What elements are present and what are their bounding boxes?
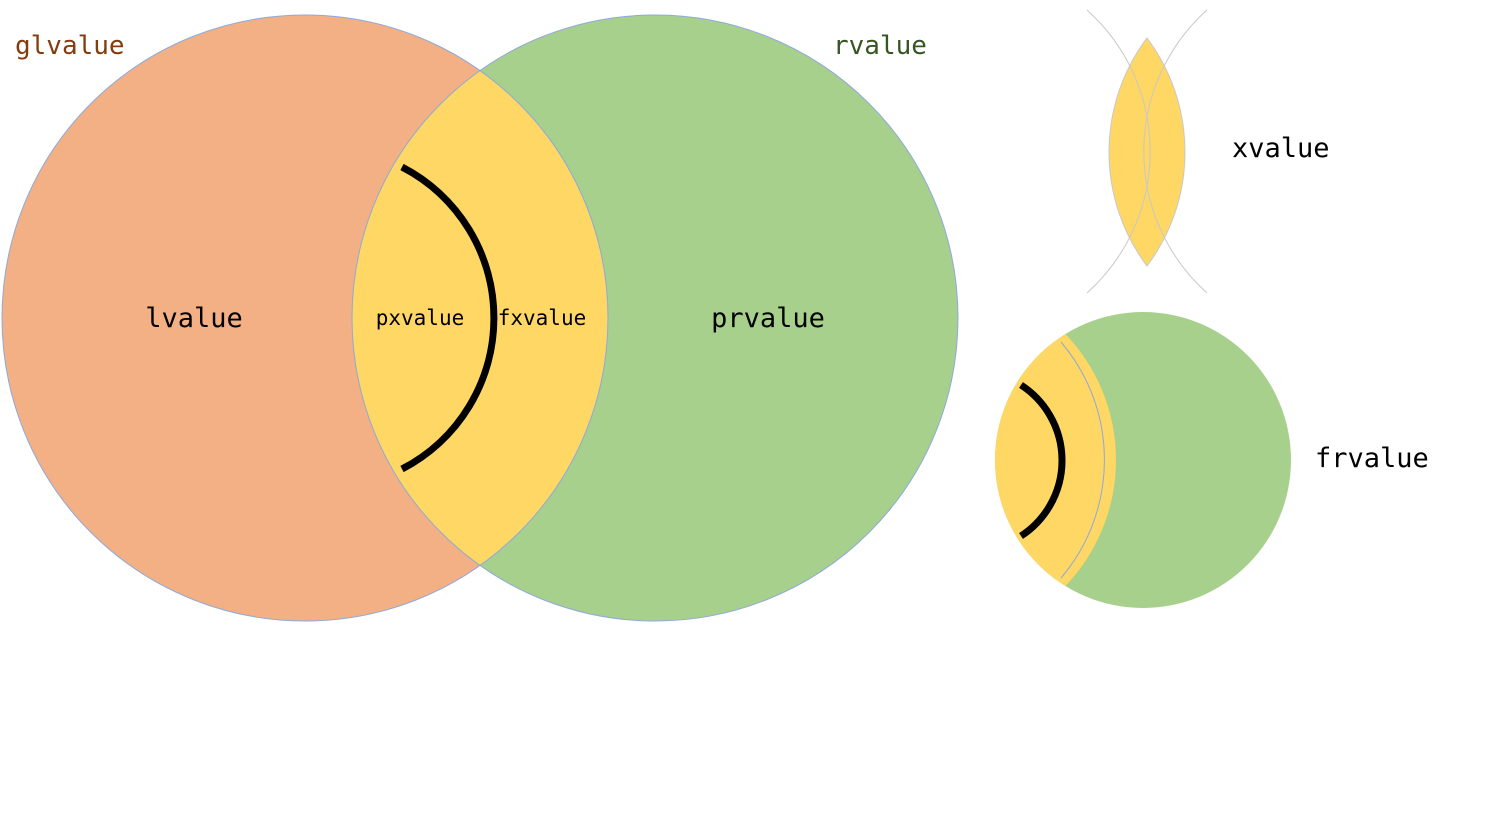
rvalue-outline xyxy=(351,14,959,622)
xvalue-intersection xyxy=(352,15,608,621)
glvalue-label: glvalue xyxy=(15,31,125,61)
pxvalue-label: pxvalue xyxy=(376,306,465,330)
xvalue-label: xvalue xyxy=(1232,133,1330,164)
fxvalue-label: fxvalue xyxy=(498,306,587,330)
xvalue-lens xyxy=(1108,37,1186,267)
frvalue-divider xyxy=(1019,382,1066,539)
xvalue-arc-left xyxy=(1143,9,1208,294)
rvalue-label: rvalue xyxy=(833,31,927,61)
prvalue-label: prvalue xyxy=(711,303,825,334)
pxvalue-fxvalue-divider xyxy=(400,163,498,473)
frvalue-boundary-arc xyxy=(1060,341,1105,579)
lvalue-label: lvalue xyxy=(145,303,243,334)
glvalue-outline xyxy=(1,14,609,622)
frvalue-label: frvalue xyxy=(1315,443,1429,474)
xvalue-arc-right xyxy=(1086,9,1151,294)
